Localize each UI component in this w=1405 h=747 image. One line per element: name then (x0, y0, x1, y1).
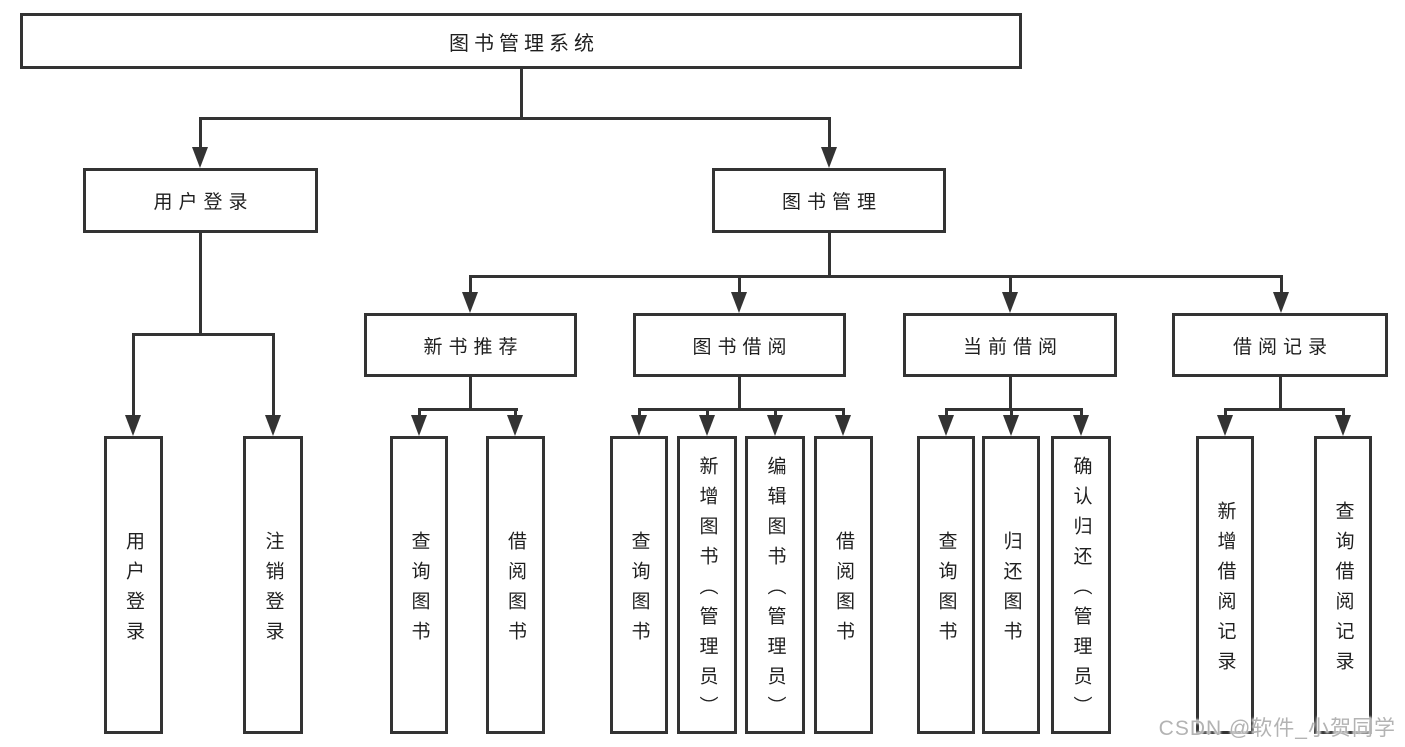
leaf-bb-add-book-admin: 新增图书（管理员） (677, 436, 737, 734)
leaf-bb-query-book: 查询图书 (610, 436, 668, 734)
connector-hline (132, 333, 275, 336)
connector-vline (520, 69, 523, 117)
arrowhead-down (125, 415, 141, 436)
connector-hline (199, 117, 831, 120)
arrowhead-down (411, 415, 427, 436)
connector-vline (828, 233, 831, 278)
connector-vline (1280, 275, 1283, 294)
connector-vline (1080, 408, 1083, 418)
node-user-login: 用户登录 (83, 168, 318, 233)
connector-vline (469, 377, 472, 411)
leaf-br-add-record: 新增借阅记录 (1196, 436, 1254, 734)
leaf-bb-edit-book-admin: 编辑图书（管理员） (745, 436, 805, 734)
leaf-nb-query-book: 查询图书 (390, 436, 448, 734)
arrowhead-down (631, 415, 647, 436)
connector-hline (418, 408, 518, 411)
connector-vline (706, 408, 709, 418)
arrowhead-down (1073, 415, 1089, 436)
connector-vline (738, 377, 741, 411)
node-system-root: 图书管理系统 (20, 13, 1022, 69)
connector-vline (1224, 408, 1227, 418)
arrowhead-down (1217, 415, 1233, 436)
leaf-br-query-record: 查询借阅记录 (1314, 436, 1372, 734)
watermark: CSDN @软件_小贺同学 (1158, 717, 1396, 740)
connector-vline (638, 408, 641, 418)
arrowhead-down (821, 147, 837, 168)
connector-hline (638, 408, 845, 411)
connector-vline (199, 233, 202, 336)
connector-vline (418, 408, 421, 418)
connector-vline (1279, 377, 1282, 411)
leaf-cb-return-book: 归还图书 (982, 436, 1040, 734)
leaf-logout: 注销登录 (243, 436, 303, 734)
connector-vline (1009, 377, 1012, 411)
arrowhead-down (265, 415, 281, 436)
node-current-borrow: 当前借阅 (903, 313, 1117, 377)
connector-hline (1224, 408, 1345, 411)
arrowhead-down (835, 415, 851, 436)
connector-vline (272, 333, 275, 417)
arrowhead-down (699, 415, 715, 436)
connector-vline (469, 275, 472, 294)
connector-vline (1010, 408, 1013, 418)
connector-hline (945, 408, 1083, 411)
leaf-bb-borrow-book: 借阅图书 (814, 436, 873, 734)
leaf-nb-borrow-book: 借阅图书 (486, 436, 545, 734)
connector-vline (828, 117, 831, 149)
arrowhead-down (1273, 292, 1289, 313)
leaf-user-login: 用户登录 (104, 436, 163, 734)
node-book-borrow: 图书借阅 (633, 313, 846, 377)
arrowhead-down (767, 415, 783, 436)
leaf-cb-confirm-return-admin: 确认归还（管理员） (1051, 436, 1111, 734)
connector-vline (1342, 408, 1345, 418)
arrowhead-down (1003, 415, 1019, 436)
connector-vline (1009, 275, 1012, 294)
connector-vline (842, 408, 845, 418)
connector-vline (199, 117, 202, 149)
node-borrow-records: 借阅记录 (1172, 313, 1388, 377)
node-book-management: 图书管理 (712, 168, 946, 233)
connector-vline (774, 408, 777, 418)
connector-hline (469, 275, 1283, 278)
leaf-cb-query-book: 查询图书 (917, 436, 975, 734)
arrowhead-down (1335, 415, 1351, 436)
node-new-book-recommend: 新书推荐 (364, 313, 577, 377)
arrowhead-down (192, 147, 208, 168)
connector-vline (514, 408, 517, 418)
arrowhead-down (938, 415, 954, 436)
arrowhead-down (507, 415, 523, 436)
connector-vline (945, 408, 948, 418)
arrowhead-down (462, 292, 478, 313)
arrowhead-down (1002, 292, 1018, 313)
connector-vline (132, 333, 135, 417)
connector-vline (738, 275, 741, 294)
arrowhead-down (731, 292, 747, 313)
